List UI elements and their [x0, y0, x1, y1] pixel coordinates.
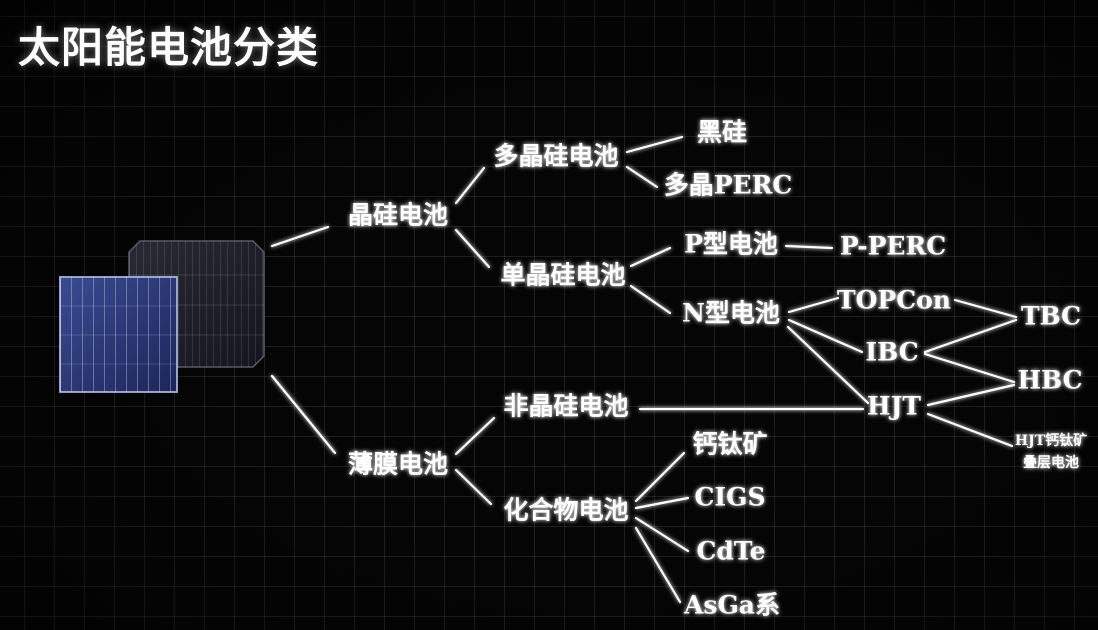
node-hbc: HBC: [1017, 366, 1082, 395]
edge-ibc-hbc: [923, 352, 1016, 384]
node-hjt-perovskite-line1: HJT钙钛矿: [1015, 432, 1087, 449]
edge-image-crystalline: [270, 225, 330, 248]
edge-hjt-hbc: [926, 383, 1016, 407]
node-hjt-perovskite-line2: 叠层电池: [1023, 454, 1079, 471]
page-title: 太阳能电池分类: [18, 23, 320, 72]
edge-ibc-tbc: [923, 318, 1018, 354]
node-perovskite: 钙钛矿: [692, 430, 767, 459]
edge-topcon-tbc: [953, 298, 1018, 319]
edge-mono-ptype: [629, 246, 672, 268]
edge-poly-polyperc: [625, 165, 659, 189]
node-topcon: TOPCon: [837, 286, 951, 315]
node-compound: 化合物电池: [503, 496, 628, 525]
node-p-type: P型电池: [684, 230, 778, 259]
edge-thinfilm-amorphous: [454, 416, 496, 456]
node-amorphous-si: 非晶硅电池: [503, 392, 628, 421]
edge-ntype-topcon: [787, 296, 840, 314]
edge-compound-perovskite: [634, 451, 686, 503]
edge-compound-cdte: [634, 516, 690, 553]
edge-poly-blacksi: [625, 135, 684, 154]
edge-image-thinfilm: [270, 374, 337, 455]
node-black-si: 黑硅: [697, 118, 747, 147]
edge-crystalline-poly: [454, 166, 486, 205]
node-thin-film: 薄膜电池: [348, 450, 448, 479]
edge-ntype-ibc: [787, 318, 864, 354]
node-p-perc: P-PERC: [840, 232, 946, 261]
edge-compound-asga: [634, 526, 682, 604]
node-crystalline-si: 晶硅电池: [348, 201, 448, 230]
node-poly-si: 多晶硅电池: [493, 142, 618, 171]
node-n-type: N型电池: [682, 299, 780, 328]
connector-lines: [270, 135, 1018, 604]
poly-cell-image: [59, 276, 178, 393]
node-cigs: CIGS: [695, 483, 766, 512]
node-asga: AsGa系: [683, 591, 780, 620]
edge-thinfilm-compound: [454, 468, 493, 506]
edge-hjt-perovskite-tandem: [926, 412, 1014, 448]
node-poly-perc: 多晶PERC: [664, 171, 793, 200]
node-labels: 晶硅电池 薄膜电池 多晶硅电池 单晶硅电池 非晶硅电池 化合物电池 黑硅 多晶P…: [348, 118, 1087, 620]
edge-ptype-pperc: [784, 244, 834, 250]
edge-ntype-hjt: [786, 325, 870, 405]
node-tbc: TBC: [1021, 302, 1081, 331]
node-hjt: HJT: [867, 392, 921, 421]
node-mono-si: 单晶硅电池: [500, 261, 625, 290]
edge-mono-ntype: [629, 284, 672, 315]
solar-cell-illustration: [59, 240, 265, 393]
node-ibc: IBC: [865, 338, 918, 367]
edge-crystalline-mono: [454, 228, 491, 269]
node-cdte: CdTe: [696, 537, 765, 566]
edge-compound-cigs: [634, 496, 690, 510]
